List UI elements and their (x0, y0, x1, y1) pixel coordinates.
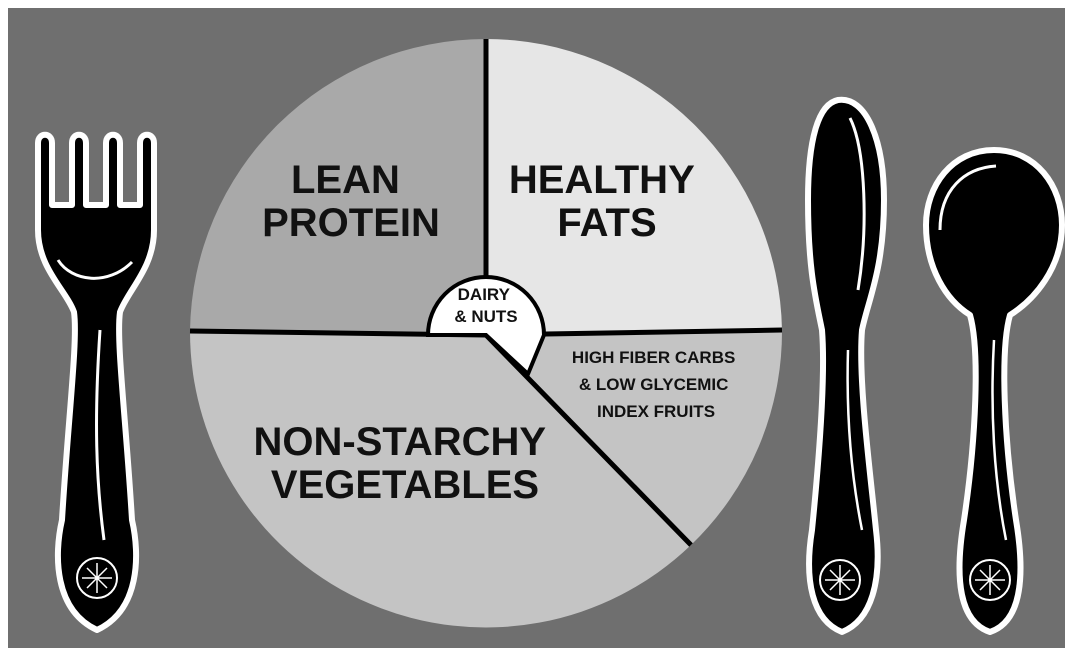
label-non-starchy-vegetables: NON-STARCHY VEGETABLES (254, 420, 557, 507)
label-high-fiber-carbs: HIGH FIBER CARBS & LOW GLYCEMIC INDEX FR… (572, 348, 740, 421)
plate: LEAN PROTEIN HEALTHY FATS HIGH FIBER CAR… (190, 39, 782, 627)
